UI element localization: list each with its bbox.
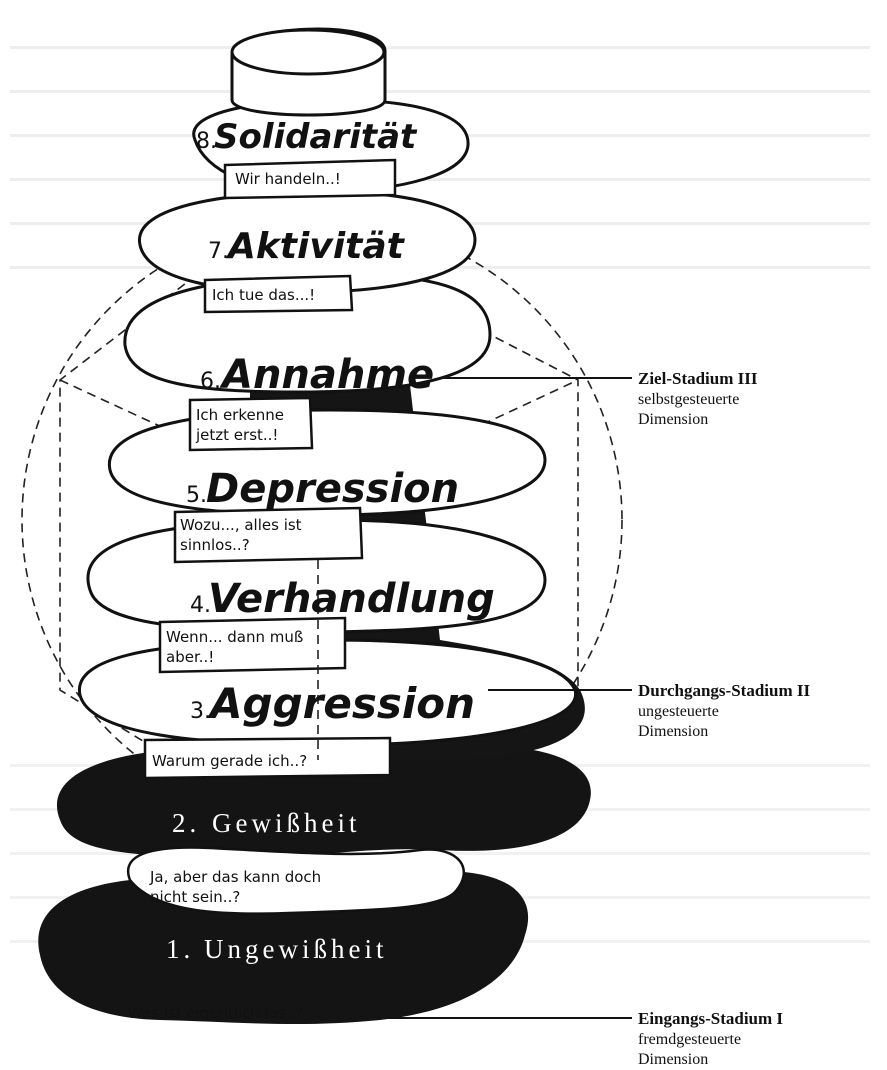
stage-2-quote-line-2: nicht sein..?	[150, 888, 240, 906]
durchgang-stadium-line-1: ungesteuerte	[638, 703, 719, 720]
stage-2-quote-line-1: Ja, aber das kann doch	[149, 868, 321, 886]
stage-8-name: Solidarität	[214, 117, 418, 157]
stage-8-number: 8.	[196, 129, 217, 154]
stage-1-name: Ungewißheit	[204, 934, 387, 964]
stage-5-number: 5.	[186, 483, 207, 508]
top-cylinder	[230, 27, 387, 117]
stage-3-quote-band	[143, 736, 392, 780]
stage-1-blob	[38, 871, 529, 1025]
stage-3-number: 3.	[190, 699, 211, 724]
stage-2-name: Gewißheit	[212, 808, 360, 838]
stage-6-quote-line-2: jetzt erst..!	[195, 426, 278, 444]
stage-6-quote-line-1: Ich erkenne	[196, 406, 284, 424]
eingang-stadium-line-1: fremdgesteuerte	[638, 1031, 741, 1048]
stage-6-number: 6.	[200, 369, 221, 394]
stage-6-quote-band	[188, 396, 314, 452]
stage-7-quote: Ich tue das...!	[212, 286, 315, 304]
stage-2-number: 2.	[172, 808, 200, 838]
eingang-stadium-line-2: Dimension	[638, 1051, 708, 1068]
stage-6-name: Annahme	[219, 352, 434, 398]
stage-4-quote-line-2: aber..!	[166, 648, 214, 666]
stage-4-name: Verhandlung	[208, 576, 495, 622]
stage-2-quote-band	[127, 846, 466, 915]
durchgang-stadium-title: Durchgangs-Stadium II	[638, 681, 810, 700]
stage-7-number: 7.	[208, 239, 229, 264]
stage-5-name: Depression	[206, 466, 459, 512]
stage-3-quote: Warum gerade ich..?	[152, 752, 307, 770]
stage-8-quote-band	[223, 158, 397, 200]
eingang-stadium-title: Eingangs-Stadium I	[638, 1009, 783, 1028]
stage-7-name: Aktivität	[225, 226, 406, 267]
stage-4-quote-line-1: Wenn... dann muß	[166, 628, 303, 646]
stage-4-number: 4.	[190, 593, 211, 618]
stage-3-name: Aggression	[207, 679, 475, 728]
stage-5-quote-line-1: Wozu..., alles ist	[180, 516, 302, 534]
ziel-stadium-line-1: selbstgesteuerte	[638, 391, 739, 408]
stage-5-quote-line-2: sinnlos..?	[180, 536, 250, 554]
ziel-stadium-title: Ziel-Stadium III	[638, 369, 758, 388]
stage-7-quote-band	[203, 274, 354, 314]
stage-1-quote: Was ist eigentlich los..?	[128, 1004, 303, 1022]
durchgang-stadium-line-2: Dimension	[638, 723, 708, 740]
stage-5-quote-band	[173, 506, 364, 564]
stage-8-quote: Wir handeln..!	[235, 170, 341, 188]
ziel-stadium-line-2: Dimension	[638, 411, 708, 428]
stage-4-quote-band	[158, 616, 347, 674]
stage-1-number: 1.	[166, 934, 194, 964]
